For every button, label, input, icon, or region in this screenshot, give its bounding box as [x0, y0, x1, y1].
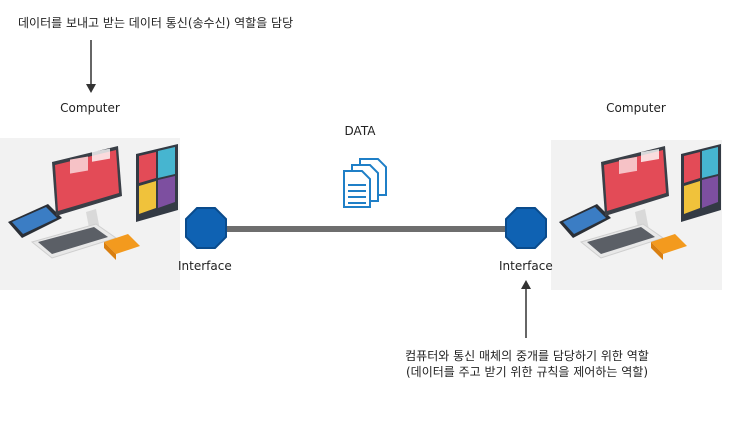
computer-illustration [8, 144, 178, 260]
left-computer-panel [0, 138, 180, 290]
right-interface-label: Interface [499, 259, 553, 273]
data-label: DATA [344, 124, 376, 138]
left-interface-label: Interface [178, 259, 232, 273]
left-computer-label: Computer [60, 101, 120, 115]
bottom-note-line2: (데이터를 주고 받기 위한 규칙을 제어하는 역할) [405, 365, 648, 379]
communication-link [222, 226, 512, 232]
bottom-note-line1: 컴퓨터와 통신 매체의 중개를 담당하기 위한 역할 [405, 349, 649, 363]
arrow-down-icon [86, 40, 96, 93]
arrow-up-icon [521, 280, 531, 338]
documents-icon [343, 158, 387, 208]
top-note: 데이터를 보내고 받는 데이터 통신(송수신) 역할을 담당 [18, 16, 294, 30]
octagon-icon [185, 207, 227, 249]
right-computer-label: Computer [606, 101, 666, 115]
right-computer-panel [551, 140, 722, 290]
computer-illustration [559, 144, 721, 260]
octagon-icon [505, 207, 547, 249]
